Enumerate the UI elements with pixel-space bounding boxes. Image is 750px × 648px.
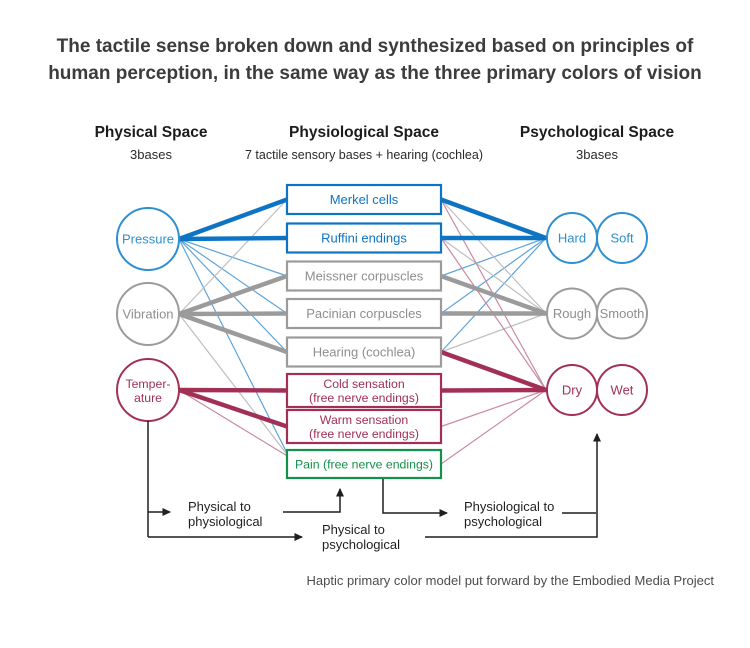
pacinian-box (285, 297, 443, 330)
node-vibration: Vibration (116, 282, 180, 346)
rough-label: Rough (553, 306, 591, 321)
hard-label: Hard (558, 231, 586, 246)
wet-label: Wet (611, 383, 634, 398)
warm-label-line2: (free nerve endings) (309, 427, 419, 441)
node-rough: Rough (546, 287, 598, 340)
node-hard: Hard (546, 212, 598, 264)
connection-line (176, 387, 290, 393)
node-pacinian: Pacinian corpuscles (285, 297, 443, 330)
flow-label-physical-psychological-line1: Physical to (322, 522, 385, 537)
flow-label-physical-psychological-line2: psychological (322, 537, 400, 552)
meissner-label: Meissner corpuscles (305, 269, 424, 284)
temperature-label-line2: ature (134, 391, 162, 405)
column-header-psychological: Psychological Space (520, 124, 675, 141)
column-subtitle-psychological: 3bases (576, 147, 618, 162)
node-pain: Pain (free nerve endings) (285, 448, 443, 480)
connection-line (178, 313, 290, 458)
connection-line (438, 387, 549, 393)
node-temperature: Temper- ature (116, 358, 180, 422)
node-smooth: Smooth (596, 287, 648, 340)
node-wet: Wet (596, 364, 648, 416)
column-subtitle-physiological: 7 tactile sensory bases + hearing (cochl… (245, 148, 483, 162)
soft-circle (596, 212, 648, 264)
connection-line (440, 198, 547, 315)
pressure-label: Pressure (122, 232, 174, 247)
node-cold: Cold sensation (free nerve endings) (285, 372, 443, 409)
node-pressure: Pressure (116, 207, 180, 271)
diagram-caption: Haptic primary color model put forward b… (306, 573, 714, 588)
pain-label: Pain (free nerve endings) (295, 458, 433, 472)
node-merkel: Merkel cells (285, 183, 443, 216)
connection-line (176, 311, 290, 317)
connection-line (440, 389, 547, 428)
physiological-psychological-arrow (382, 479, 448, 517)
warm-box (285, 408, 443, 445)
vibration-label: Vibration (122, 307, 173, 322)
cold-label-line1: Cold sensation (323, 377, 405, 391)
node-meissner: Meissner corpuscles (285, 260, 443, 292)
connection-line (176, 311, 290, 355)
connection-line (440, 389, 547, 465)
pain-box (285, 448, 443, 480)
merkel-box (285, 183, 443, 216)
column-header-physiological: Physiological Space (289, 124, 439, 141)
connection-line (440, 312, 547, 353)
dry-label: Dry (562, 383, 583, 398)
psychological-up-arrow (425, 433, 601, 538)
connection-line (438, 197, 549, 241)
connection-line (176, 273, 290, 317)
ruffini-box (285, 222, 443, 254)
physical-physiological-up-arrow (283, 488, 344, 513)
meissner-box (285, 260, 443, 292)
pressure-circle (116, 207, 180, 271)
connection-line (178, 389, 290, 458)
pacinian-label: Pacinian corpuscles (306, 306, 422, 321)
column-header-physical: Physical Space (95, 124, 208, 141)
cold-label-line2: (free nerve endings) (309, 391, 419, 405)
connection-line (176, 235, 290, 242)
node-hearing: Hearing (cochlea) (285, 336, 443, 368)
node-soft: Soft (596, 212, 648, 264)
flow-label-physical-physiological-line2: physiological (188, 514, 263, 529)
page-title-line2: human perception, in the same way as the… (48, 63, 702, 84)
connection-line (438, 349, 549, 393)
flow-label-physical-physiological-line1: Physical to (188, 499, 251, 514)
smooth-label: Smooth (600, 306, 645, 321)
connection-line (178, 198, 288, 315)
hearing-box (285, 336, 443, 368)
smooth-circle (596, 287, 648, 340)
flow-label-physiological-psychological-line2: psychological (464, 514, 542, 529)
column-subtitle-physical: 3bases (130, 147, 172, 162)
flow-label-physiological-psychological-line1: Physiological to (464, 499, 554, 514)
warm-label-line1: Warm sensation (320, 413, 409, 427)
node-dry: Dry (546, 364, 598, 416)
wet-circle (596, 364, 648, 416)
cold-box (285, 372, 443, 409)
node-ruffini: Ruffini endings (285, 222, 443, 254)
merkel-label: Merkel cells (330, 192, 399, 207)
temperature-label-line1: Temper- (125, 377, 170, 391)
connection-line (176, 197, 290, 242)
vibration-circle (116, 282, 180, 346)
connection-lines (176, 197, 549, 465)
hearing-label: Hearing (cochlea) (313, 345, 416, 360)
connection-line (440, 237, 547, 315)
soft-label: Soft (610, 231, 634, 246)
connection-line (178, 238, 288, 315)
connection-line (176, 387, 290, 429)
connection-line (438, 273, 549, 316)
ruffini-label: Ruffini endings (321, 231, 407, 246)
node-warm: Warm sensation (free nerve endings) (285, 408, 443, 445)
page-title-line1: The tactile sense broken down and synthe… (57, 36, 694, 57)
